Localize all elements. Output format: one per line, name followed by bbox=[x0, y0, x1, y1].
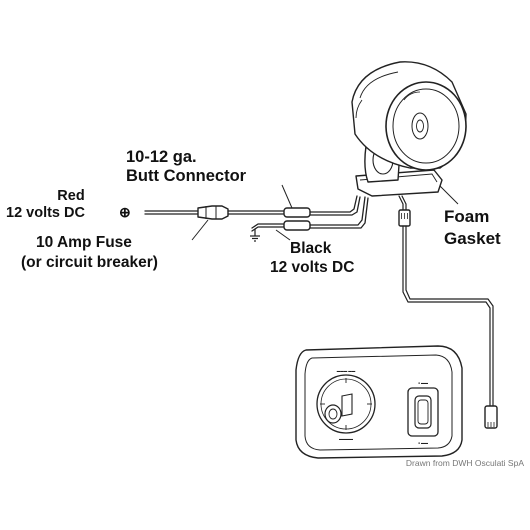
fuse-leader bbox=[191, 219, 209, 241]
control-cable-upper bbox=[398, 195, 407, 211]
modular-plug-top-icon bbox=[398, 209, 411, 227]
rocker-switch: ● ▬▬ ● ▬▬ bbox=[407, 381, 439, 445]
red-label-line2: 12 volts DC bbox=[6, 205, 85, 221]
fuse-label-line1: 10 Amp Fuse bbox=[36, 234, 132, 251]
black-negative-wire bbox=[251, 223, 285, 232]
fuse-holder bbox=[197, 205, 229, 220]
svg-text:● ▬▬: ● ▬▬ bbox=[418, 381, 429, 385]
butt-connector-label-line2: Butt Connector bbox=[126, 167, 247, 185]
black-leader bbox=[275, 229, 291, 241]
fused-red-wire bbox=[227, 210, 285, 215]
svg-text:▬▬▬ ▬▬: ▬▬▬ ▬▬ bbox=[337, 369, 356, 373]
butt-connector-black bbox=[283, 220, 311, 231]
joystick-knob-icon bbox=[324, 393, 353, 424]
foam-gasket-label-line1: Foam bbox=[444, 207, 489, 226]
foam-gasket-label-line2: Gasket bbox=[444, 229, 501, 248]
black-label-line2: 12 volts DC bbox=[270, 259, 354, 276]
ground-icon bbox=[250, 229, 260, 242]
light-lead-black bbox=[309, 196, 369, 229]
fuse-label-line2: (or circuit breaker) bbox=[21, 254, 158, 271]
foam-gasket-leader bbox=[439, 185, 459, 205]
positive-terminal-icon: ⊕ bbox=[119, 204, 131, 220]
searchlight-icon bbox=[351, 61, 467, 197]
butt-connector-red bbox=[283, 207, 311, 218]
modular-plug-bottom-icon bbox=[484, 405, 498, 429]
control-panel: ▬▬▬ ▬▬ ▬▬▬▬ ● ▬▬ ● ▬▬ bbox=[295, 345, 463, 459]
red-label-line1: Red bbox=[57, 188, 84, 204]
butt-connector-leader bbox=[281, 184, 293, 209]
wiring bbox=[144, 195, 498, 429]
black-label-line1: Black bbox=[290, 240, 332, 257]
light-lead-red bbox=[309, 195, 361, 216]
svg-text:● ▬▬: ● ▬▬ bbox=[418, 441, 429, 445]
svg-text:▬▬▬▬: ▬▬▬▬ bbox=[339, 437, 354, 441]
labels: 10-12 ga. Butt Connector Red 12 volts DC… bbox=[6, 148, 501, 276]
control-cable-long bbox=[402, 225, 494, 407]
red-positive-wire bbox=[144, 210, 199, 215]
butt-connector-label-line1: 10-12 ga. bbox=[126, 148, 197, 166]
credit-text: Drawn from DWH Osculati SpA bbox=[406, 458, 524, 468]
